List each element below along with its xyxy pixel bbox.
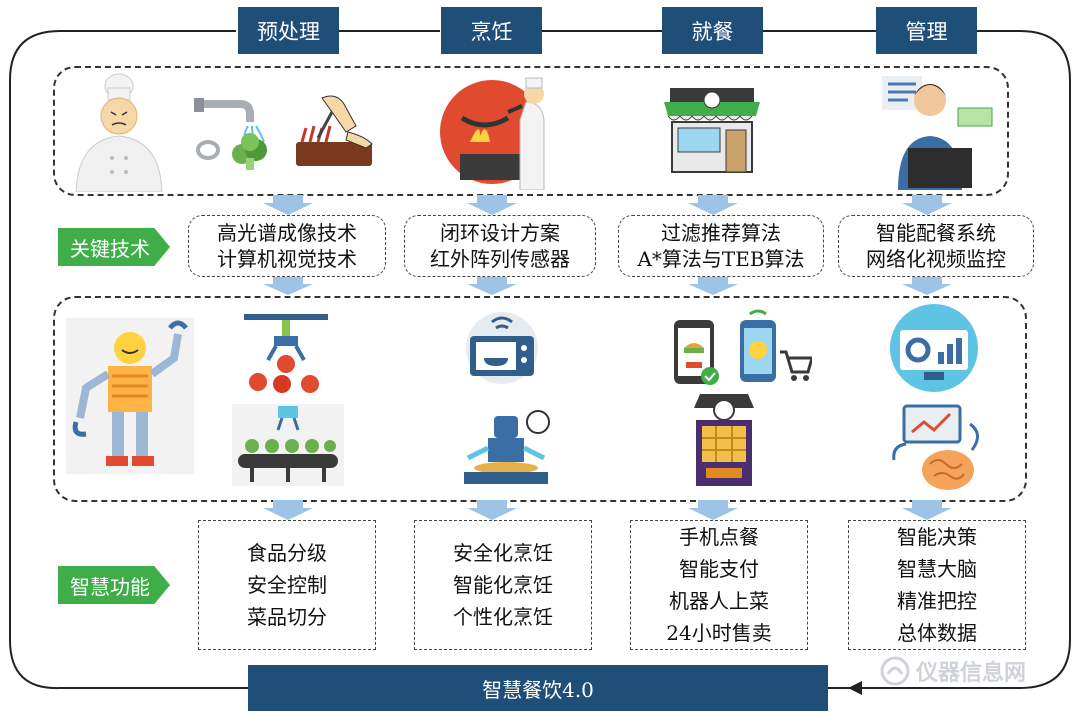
arrow-down-icon xyxy=(688,277,738,295)
func-line: 智慧大脑 xyxy=(897,557,977,581)
func-line: 精准把控 xyxy=(897,589,977,613)
watermark-logo-icon xyxy=(880,656,910,686)
analytics-dashboard-icon xyxy=(890,304,978,392)
arrow-down-icon xyxy=(688,500,738,520)
func-box-cooking: 安全化烹饪 智能化烹饪 个性化烹饪 xyxy=(414,520,592,650)
func-line: 智能决策 xyxy=(897,525,977,549)
arrow-down-icon xyxy=(467,195,517,215)
middle-icon-panel xyxy=(53,296,1027,502)
mobile-order-icon xyxy=(674,320,719,385)
arrow-down-icon xyxy=(688,195,738,215)
tech-box-management: 智能配餐系统 网络化视频监控 xyxy=(838,215,1034,277)
arrow-down-icon xyxy=(902,277,952,295)
tech-line: 闭环设计方案 xyxy=(440,221,560,245)
tech-line: 高光谱成像技术 xyxy=(217,221,357,245)
bottom-title: 智慧餐饮4.0 xyxy=(248,665,828,711)
watermark: 仪器信息网 xyxy=(880,648,1070,694)
func-line: 手机点餐 xyxy=(679,525,759,549)
func-box-management: 智能决策 智慧大脑 精准把控 总体数据 xyxy=(848,520,1026,650)
smart-brain-icon xyxy=(892,404,979,490)
stage-cooking: 烹饪 xyxy=(441,7,542,54)
func-line: 安全控制 xyxy=(247,573,327,597)
func-line: 机器人上菜 xyxy=(669,589,769,613)
watermark-text: 仪器信息网 xyxy=(916,661,1027,686)
arrow-down-icon xyxy=(263,195,313,215)
vending-machine-icon xyxy=(694,394,754,486)
func-line: 智能支付 xyxy=(679,557,759,581)
tech-line: A*算法与TEB算法 xyxy=(637,247,805,271)
manager-computer-icon xyxy=(882,76,993,190)
tech-line: 红外阵列传感器 xyxy=(430,247,570,271)
arrow-down-icon xyxy=(467,500,517,520)
smart-oven-icon xyxy=(466,312,538,384)
tech-line: 网络化视频监控 xyxy=(866,247,1006,271)
func-line: 安全化烹饪 xyxy=(453,541,553,565)
func-line: 菜品切分 xyxy=(247,605,327,629)
func-line: 智能化烹饪 xyxy=(453,573,553,597)
label-smart-func: 智慧功能 xyxy=(58,566,170,604)
func-box-dining: 手机点餐 智能支付 机器人上菜 24小时售卖 xyxy=(630,520,808,650)
tech-line: 过滤推荐算法 xyxy=(661,221,781,245)
tech-box-preprocess: 高光谱成像技术 计算机视觉技术 xyxy=(188,215,386,277)
mobile-payment-icon xyxy=(740,309,812,382)
stage-preprocess: 预处理 xyxy=(238,7,339,54)
tech-line: 智能配餐系统 xyxy=(876,221,996,245)
func-box-preprocess: 食品分级 安全控制 菜品切分 xyxy=(198,520,376,650)
wok-cooking-icon xyxy=(440,77,545,190)
cutting-knife-icon xyxy=(296,95,373,166)
func-line: 24小时售卖 xyxy=(666,621,772,645)
func-line: 个性化烹饪 xyxy=(453,605,553,629)
stage-management: 管理 xyxy=(876,7,977,54)
func-line: 总体数据 xyxy=(897,621,977,645)
sorting-claw-icon xyxy=(244,314,328,393)
tech-box-cooking: 闭环设计方案 红外阵列传感器 xyxy=(404,215,596,277)
top-icon-panel xyxy=(53,66,1009,196)
washing-vegetables-icon xyxy=(194,98,267,170)
label-key-tech: 关键技术 xyxy=(58,228,170,266)
arrow-down-icon xyxy=(902,195,952,215)
chef-icon xyxy=(75,73,163,192)
func-line: 食品分级 xyxy=(247,541,327,565)
robot-icon xyxy=(66,318,194,474)
cooking-robot-icon xyxy=(464,410,550,484)
conveyor-belt-icon xyxy=(232,404,344,486)
tech-line: 计算机视觉技术 xyxy=(217,247,357,271)
restaurant-shop-icon xyxy=(664,88,760,173)
tech-box-dining: 过滤推荐算法 A*算法与TEB算法 xyxy=(618,215,824,277)
stage-dining: 就餐 xyxy=(662,7,763,54)
arrow-down-icon xyxy=(263,277,313,295)
arrow-down-icon xyxy=(263,500,313,520)
arrow-down-icon xyxy=(902,500,952,520)
arrow-down-icon xyxy=(467,277,517,295)
